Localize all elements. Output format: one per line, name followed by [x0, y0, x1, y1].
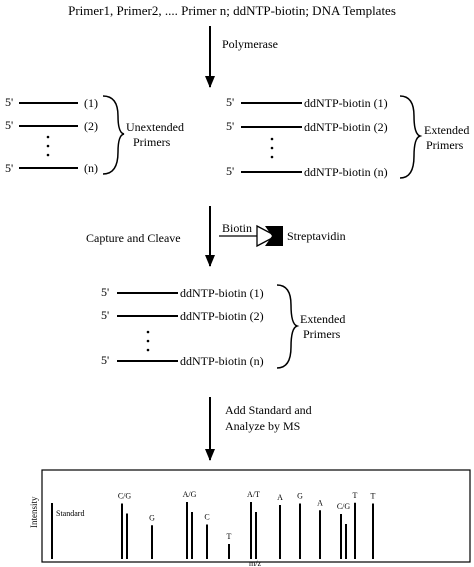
ellipsis-dot: [46, 135, 50, 139]
brace: [102, 95, 125, 175]
extended-primer-label: ddNTP-biotin (n): [304, 165, 388, 179]
spectrum-peak-label: A/T: [247, 490, 260, 499]
five-prime-label: 5': [101, 285, 109, 299]
spectrum-y-axis-label: Intensity: [29, 496, 39, 528]
ellipsis-dot: [46, 144, 50, 148]
extended-primer-label: ddNTP-biotin (2): [304, 120, 388, 134]
capture-step-arrow: [205, 206, 215, 267]
polymerase-label: Polymerase: [222, 37, 278, 51]
ellipsis-dot: [270, 146, 274, 150]
spectrum-peak-label: G: [297, 492, 303, 501]
primer-index-label: (n): [84, 161, 98, 175]
biotin-icon: [256, 224, 278, 248]
mass-spectrum: Intensity m/z Standard C/G G A/G C T A/T A G A C/…: [29, 469, 471, 567]
spectrum-frame: [41, 469, 471, 563]
streptavidin-icon: [265, 226, 283, 246]
streptavidin-label: Streptavidin: [287, 229, 346, 243]
extended-primer-label: ddNTP-biotin (n): [180, 354, 264, 368]
spectrum-peak-label: C: [204, 513, 209, 522]
spectrum-peak-label: T: [353, 491, 358, 500]
analyze-step-arrow: [205, 397, 215, 461]
extended-label: Extended: [424, 123, 469, 137]
extended-primers-group-top: 5' ddNTP-biotin (1) 5' ddNTP-biotin (2) …: [226, 95, 469, 179]
ellipsis-dot: [146, 348, 150, 352]
spectrum-peak-label: C/G: [118, 492, 132, 501]
polymerase-step-arrow: [205, 26, 215, 88]
spectrum-peak-label: A: [277, 493, 283, 502]
spectrum-peak-label: G: [149, 513, 155, 522]
primers-label: Primers: [303, 327, 341, 341]
five-prime-label: 5': [5, 118, 13, 132]
extended-label: Extended: [300, 312, 345, 326]
brace: [276, 284, 300, 369]
ellipsis-dot: [146, 330, 150, 334]
add-standard-label: Add Standard and: [225, 403, 312, 417]
five-prime-label: 5': [226, 119, 234, 133]
spectrum-peak-label: T: [371, 492, 376, 501]
standard-peak-label: Standard: [56, 509, 84, 518]
primer-index-label: (2): [84, 119, 98, 133]
capture-cleave-label: Capture and Cleave: [86, 231, 181, 245]
extended-primer-label: ddNTP-biotin (2): [180, 309, 264, 323]
spectrum-peak-label: A/G: [183, 490, 197, 499]
ellipsis-dot: [146, 339, 150, 343]
unextended-primers-group: 5' (1) 5' (2) 5' (n) Unextended Primers: [5, 95, 184, 175]
spectrum-peak-label: C/G: [337, 502, 351, 511]
spectrum-peak-label: T: [227, 532, 232, 541]
brace: [399, 95, 423, 179]
primer-index-label: (1): [84, 96, 98, 110]
ellipsis-dot: [46, 153, 50, 157]
ellipsis-dot: [270, 137, 274, 141]
spectrum-x-axis-label: m/z: [249, 559, 261, 567]
unextended-label: Unextended: [126, 120, 184, 134]
extended-primer-label: ddNTP-biotin (1): [304, 96, 388, 110]
spectrum-peak-label: A: [317, 498, 323, 507]
biotin-label: Biotin: [222, 221, 252, 235]
five-prime-label: 5': [226, 95, 234, 109]
five-prime-label: 5': [101, 308, 109, 322]
primers-label: Primers: [133, 135, 171, 149]
extended-primers-group-captured: 5' ddNTP-biotin (1) 5' ddNTP-biotin (2) …: [101, 284, 345, 369]
five-prime-label: 5': [5, 161, 13, 175]
extended-primer-label: ddNTP-biotin (1): [180, 286, 264, 300]
analyze-ms-label: Analyze by MS: [225, 419, 300, 433]
ellipsis-dot: [270, 155, 274, 159]
biotin-streptavidin-binding: Biotin Streptavidin: [219, 221, 346, 248]
five-prime-label: 5': [226, 164, 234, 178]
five-prime-label: 5': [5, 95, 13, 109]
five-prime-label: 5': [101, 353, 109, 367]
primers-label: Primers: [426, 138, 464, 152]
reaction-components-text: Primer1, Primer2, .... Primer n; ddNTP-b…: [68, 3, 396, 18]
